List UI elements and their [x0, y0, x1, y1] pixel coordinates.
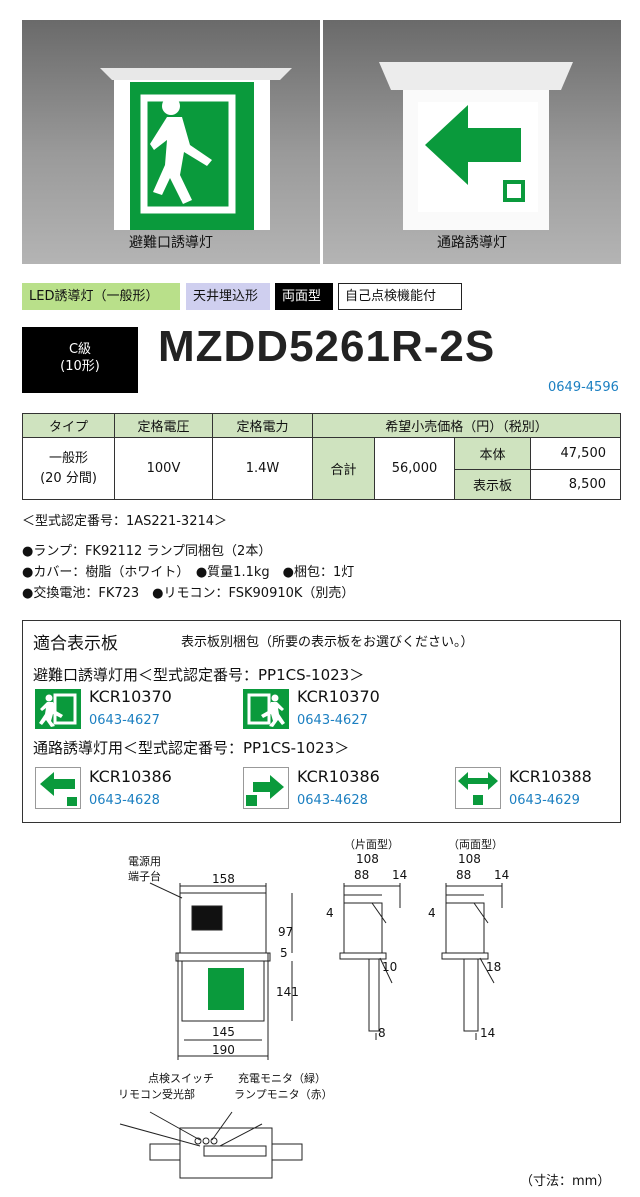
panels-note: 表示板別梱包（所要の表示板をお選びください。）	[181, 635, 474, 650]
passage-light-illustration	[379, 62, 573, 230]
header-power: 定格電力	[212, 413, 313, 438]
cell-power: 1.4W	[212, 437, 313, 500]
dim-97: 97	[278, 925, 294, 939]
photo-exit-light: 避難口誘導灯	[22, 20, 320, 264]
product-code: 0649-4596	[548, 380, 619, 395]
dim-14-double: 14	[494, 868, 510, 882]
dim-14-bottom: 14	[480, 1026, 496, 1040]
info-line-3: ●交換電池：FK723 ●リモコン：FSK90910K（別売）	[22, 586, 355, 601]
panel-model-4: KCR10386	[297, 767, 380, 786]
header-type: タイプ	[22, 413, 115, 438]
dimension-drawing	[119, 882, 503, 1179]
class-badge-line1: C級	[68, 342, 92, 357]
panel-code-3: 0643-4628	[89, 793, 160, 808]
photo-caption-passage: 通路誘導灯	[437, 235, 507, 251]
cert-number: ＜型式認定番号：1AS221-3214＞	[22, 514, 228, 529]
label-double: （両面型）	[448, 838, 503, 851]
tag-double: 両面型	[275, 283, 333, 310]
panel-model-5: KCR10388	[509, 767, 592, 786]
type-line2: (20 分間)	[40, 470, 97, 486]
exit-sign-icon	[243, 689, 289, 729]
spec-table: タイプ 定格電圧 定格電力 希望小売価格（円）（税別） 一般形 (20 分間) …	[22, 413, 621, 500]
dim-5: 5	[280, 946, 288, 960]
class-badge: C級 (10形)	[22, 327, 138, 393]
photo-passage-light: 通路誘導灯	[323, 20, 621, 264]
type-line1: 一般形	[48, 450, 88, 466]
dim-4-double: 4	[428, 906, 436, 920]
info-line-2: ●カバー：樹脂（ホワイト） ●質量1.1kg ●梱包：1灯	[22, 565, 355, 580]
dim-88-single: 88	[354, 868, 370, 882]
tag-ceiling: 天井埋込形	[186, 283, 270, 310]
label-charge-monitor: 充電モニタ（緑）	[238, 1072, 326, 1085]
dim-10: 10	[382, 960, 398, 974]
panel-code-2: 0643-4627	[297, 713, 368, 728]
dim-88-double: 88	[456, 868, 472, 882]
dim-190: 190	[212, 1043, 235, 1057]
dim-108-single: 108	[356, 852, 379, 866]
dim-158: 158	[212, 872, 235, 886]
dim-141: 141	[276, 985, 299, 999]
panel-model-2: KCR10370	[297, 687, 380, 706]
dim-18: 18	[486, 960, 502, 974]
dim-108-double: 108	[458, 852, 481, 866]
panel-code-4: 0643-4628	[297, 793, 368, 808]
header-voltage: 定格電圧	[114, 413, 213, 438]
dim-145: 145	[212, 1025, 235, 1039]
dim-4-single: 4	[326, 906, 334, 920]
label-remote-receiver: リモコン受光部	[118, 1088, 195, 1101]
compatible-panels: 適合表示板 表示板別梱包（所要の表示板をお選びください。） 避難口誘導灯用＜型式…	[22, 620, 621, 823]
exit-light-illustration	[100, 68, 292, 230]
photo-caption-exit: 避難口誘導灯	[129, 235, 213, 251]
cell-total-label: 合計	[312, 437, 375, 500]
dim-terminal-1: 電源用	[128, 855, 161, 868]
cell-total-value: 56,000	[374, 437, 455, 500]
panel-model-1: KCR10370	[89, 687, 172, 706]
cell-type: 一般形 (20 分間)	[22, 437, 115, 500]
left-arrow-sign-icon	[35, 767, 81, 809]
unit-label: （寸法：mm）	[520, 1174, 611, 1189]
tag-selfcheck: 自己点検機能付	[338, 283, 462, 310]
tag-led: LED誘導灯（一般形）	[22, 283, 180, 310]
label-check-switch: 点検スイッチ	[148, 1072, 214, 1085]
info-line-1: ●ランプ：FK92112 ランプ同梱包（2本）	[22, 544, 272, 559]
dim-terminal-2: 端子台	[128, 870, 161, 883]
right-arrow-sign-icon	[243, 767, 289, 809]
dim-8: 8	[378, 1026, 386, 1040]
cell-voltage: 100V	[114, 437, 213, 500]
group1-title: 避難口誘導灯用＜型式認定番号：PP1CS-1023＞	[33, 666, 365, 684]
header-price: 希望小売価格（円）（税別）	[312, 413, 621, 438]
panel-model-3: KCR10386	[89, 767, 172, 786]
cell-panel-value: 8,500	[530, 469, 621, 500]
label-single: （片面型）	[344, 838, 399, 851]
panel-code-1: 0643-4627	[89, 713, 160, 728]
exit-sign-icon	[35, 689, 81, 729]
panel-code-5: 0643-4629	[509, 793, 580, 808]
double-arrow-sign-icon	[455, 767, 501, 809]
class-badge-line2: (10形)	[60, 359, 100, 374]
cell-body-value: 47,500	[530, 437, 621, 470]
cell-body-label: 本体	[454, 437, 531, 470]
dim-14-single: 14	[392, 868, 408, 882]
panels-title: 適合表示板	[33, 634, 118, 654]
cell-panel-label: 表示板	[454, 469, 531, 500]
group2-title: 通路誘導灯用＜型式認定番号：PP1CS-1023＞	[33, 739, 350, 757]
label-lamp-monitor: ランプモニタ（赤）	[234, 1088, 333, 1101]
model-number: MZDD5261R-2S	[158, 322, 496, 371]
